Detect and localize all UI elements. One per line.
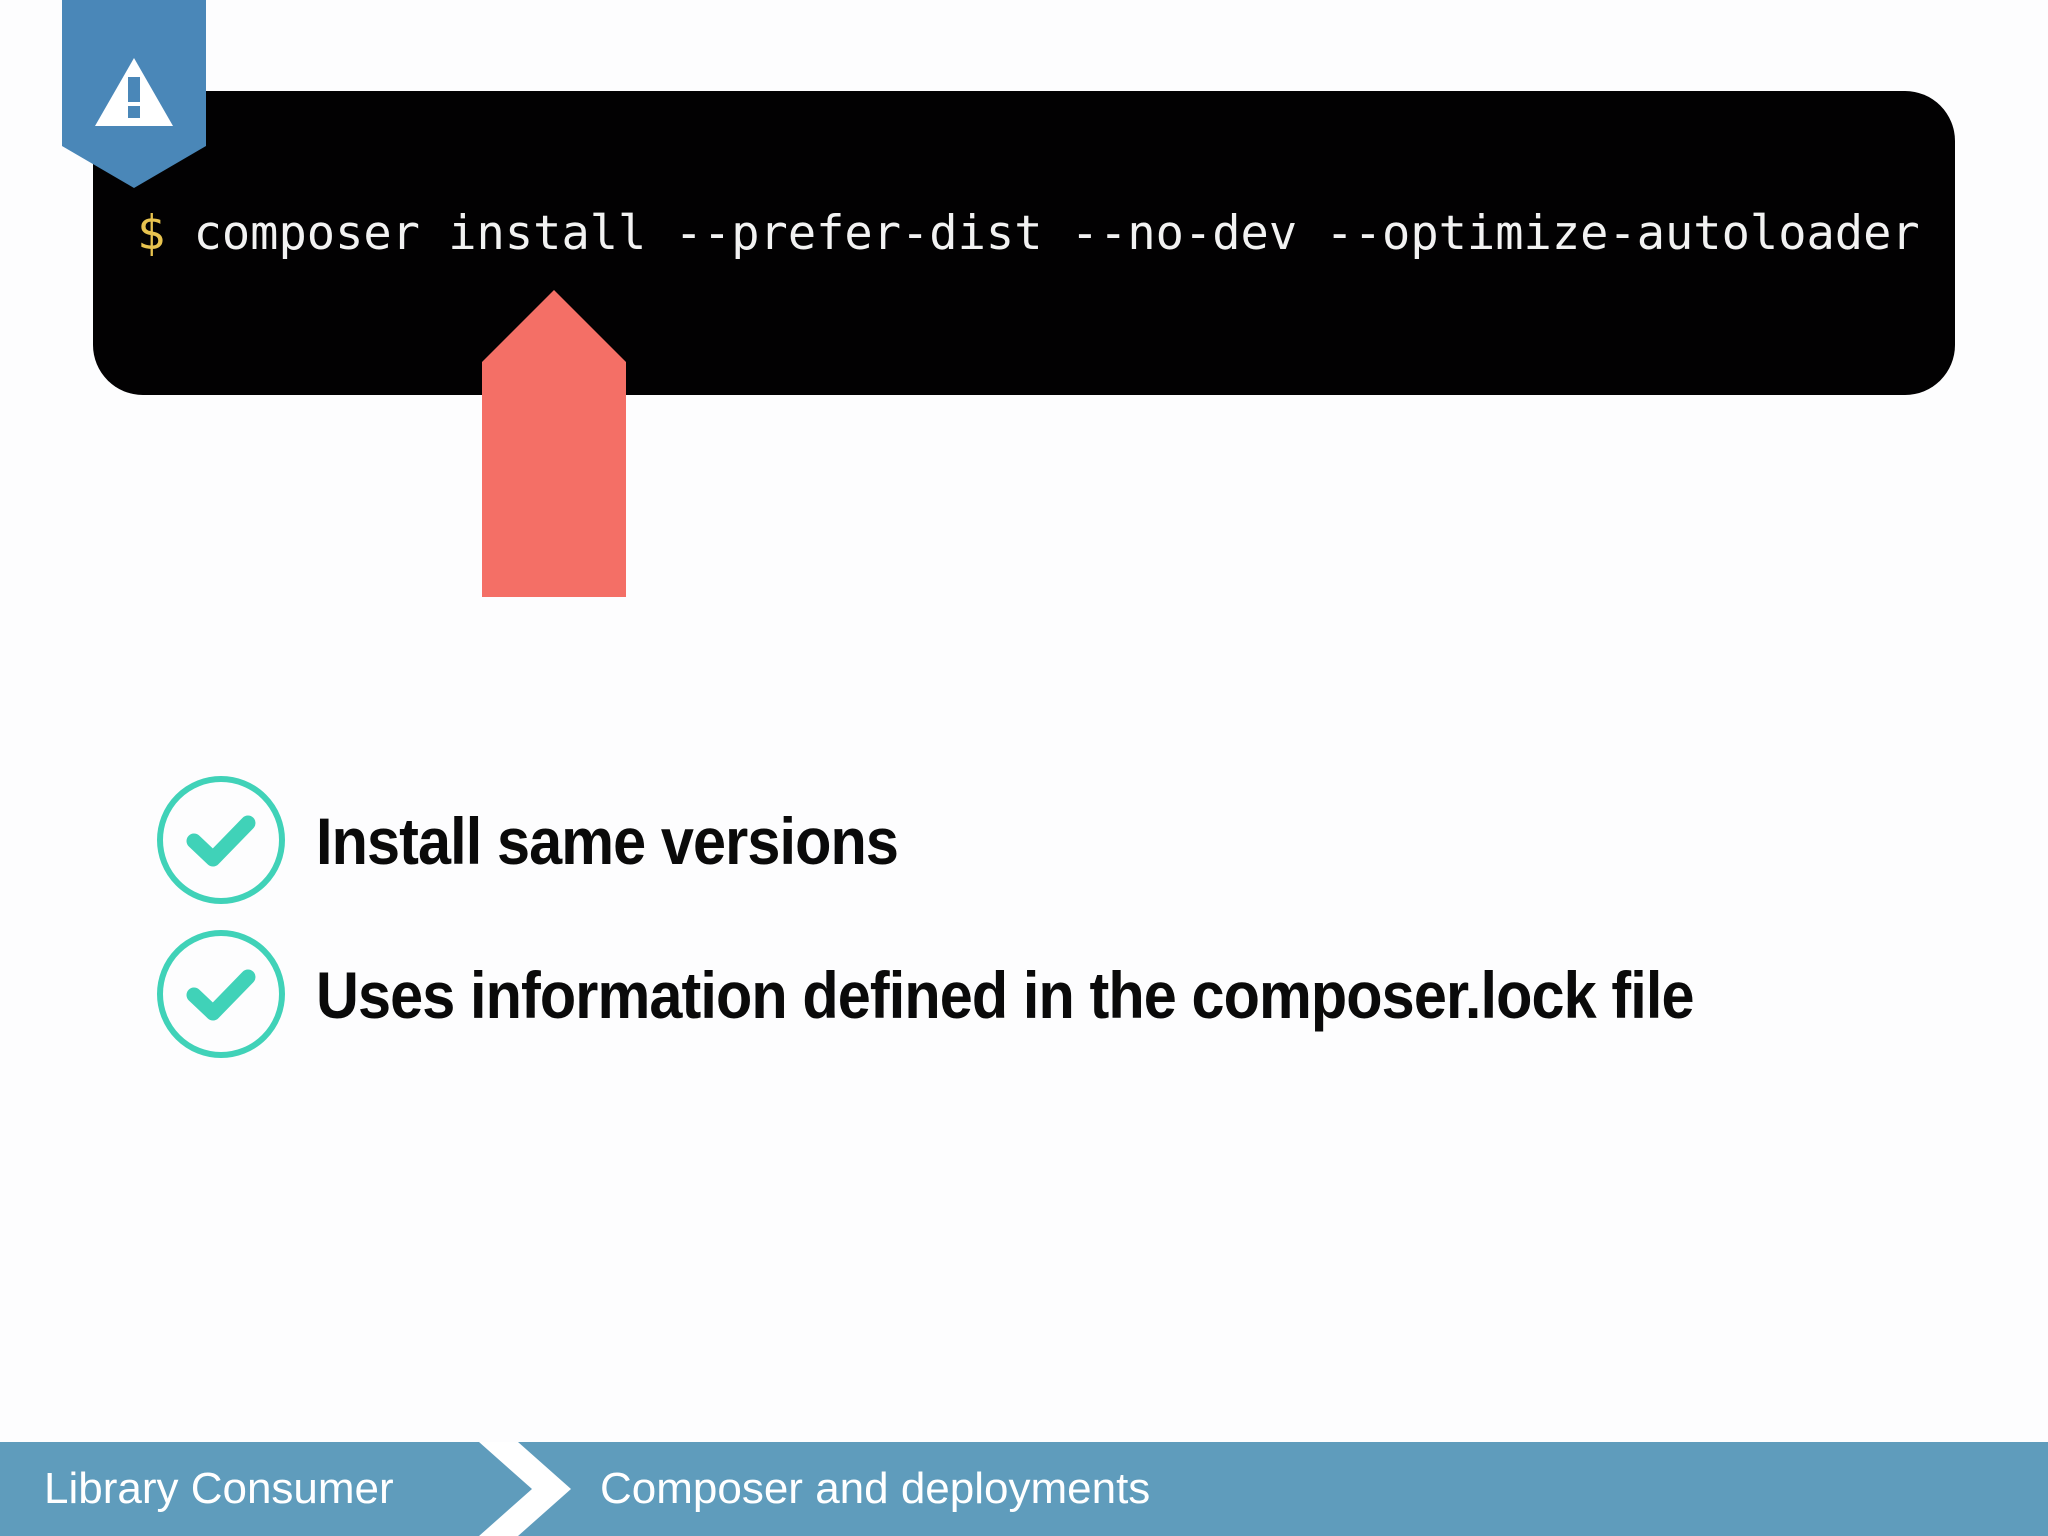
check-item-text: Install same versions	[316, 804, 899, 878]
terminal-code-block: $ composer install --prefer-dist --no-de…	[93, 91, 1955, 395]
check-circle-icon	[157, 776, 285, 904]
arrow-up-icon	[482, 290, 626, 597]
warning-icon	[62, 0, 206, 188]
slide-footer-breadcrumb: Library Consumer Composer and deployment…	[0, 1442, 2048, 1536]
footer-section-label: Library Consumer	[44, 1464, 394, 1513]
chevron-right-icon	[479, 1442, 571, 1536]
check-item-text: Uses information defined in the composer…	[316, 958, 1694, 1032]
terminal-command: composer install --prefer-dist --no-dev …	[193, 206, 1920, 261]
check-circle-icon	[157, 930, 285, 1058]
footer-topic-label: Composer and deployments	[600, 1464, 1151, 1513]
terminal-prompt: $	[137, 206, 166, 261]
terminal-command-line: $ composer install --prefer-dist --no-de…	[137, 207, 1920, 261]
